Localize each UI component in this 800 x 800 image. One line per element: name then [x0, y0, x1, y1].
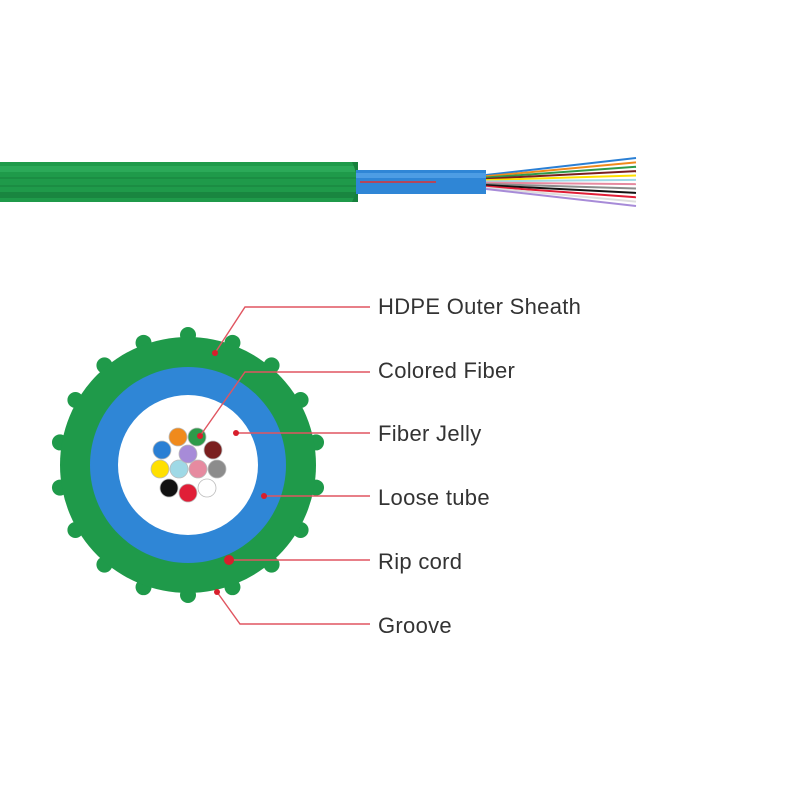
fiber-jelly-core: [118, 395, 258, 535]
dot-colored-fiber: [197, 433, 203, 439]
cable-sheath-shadow: [0, 192, 358, 198]
dot-fiber-jelly: [233, 430, 239, 436]
fan-fiber: [485, 161, 637, 178]
fan-fiber: [485, 157, 637, 176]
fiber-strand: [159, 478, 179, 498]
fan-fiber: [485, 165, 637, 179]
fan-fiber: [485, 188, 637, 207]
fiber-strand: [168, 427, 188, 447]
cable-cross-section: [51, 327, 325, 603]
fiber-strand: [150, 459, 170, 479]
fan-fiber: [485, 185, 637, 199]
fan-fiber: [485, 178, 637, 183]
cable-sheath-highlight: [0, 166, 358, 172]
fiber-strand: [207, 459, 227, 479]
fiber-strand: [178, 483, 198, 503]
leader-line-colored-fiber: [199, 371, 370, 437]
dot-loose-tube: [261, 493, 267, 499]
fiber-strand: [203, 440, 223, 460]
fiber-strand: [169, 459, 189, 479]
fan-fiber: [485, 182, 637, 190]
colored-fibers: [150, 427, 227, 503]
label-loose-tube: Loose tube: [378, 485, 490, 510]
fan-fiber: [485, 170, 637, 180]
leader-line-outer-sheath: [214, 306, 370, 354]
fiber-strand: [187, 427, 207, 447]
fiber-strand: [197, 478, 217, 498]
fan-fiber: [485, 181, 637, 186]
cable-tube-highlight: [356, 173, 486, 178]
label-rip-cord: Rip cord: [378, 549, 462, 574]
label-outer-sheath: HDPE Outer Sheath: [378, 294, 581, 319]
leader-line-groove: [216, 591, 370, 625]
cable-side-view: [0, 157, 637, 207]
dot-outer-sheath: [212, 350, 218, 356]
dot-rip-cord: [224, 555, 234, 565]
callout-dots: [197, 350, 267, 595]
fan-fiber: [485, 184, 637, 194]
fiber-strand: [188, 459, 208, 479]
fan-fiber: [485, 174, 637, 182]
fan-fiber: [485, 186, 637, 203]
fiber-strand: [178, 444, 198, 464]
label-colored-fiber: Colored Fiber: [378, 358, 515, 383]
dot-groove: [214, 589, 220, 595]
fiber-strand: [152, 440, 172, 460]
callout-leaders: [199, 306, 370, 625]
label-groove: Groove: [378, 613, 452, 638]
label-fiber-jelly: Fiber Jelly: [378, 421, 482, 446]
fanned-fibers: [485, 157, 637, 207]
